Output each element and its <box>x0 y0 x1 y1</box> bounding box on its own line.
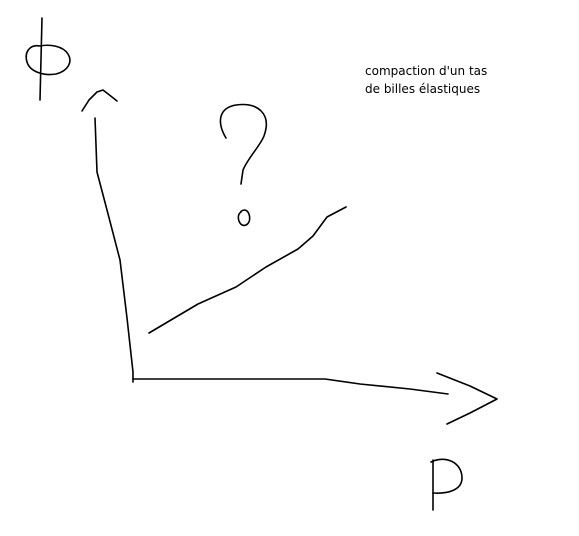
x-axis-line <box>132 378 449 395</box>
annotation-line-2: de billes élastiques <box>365 82 481 96</box>
compaction-curve <box>148 206 347 334</box>
annotation-text: compaction d'un tas de billes élastiques <box>365 62 545 98</box>
question-mark <box>219 103 268 227</box>
annotation-line-1: compaction d'un tas <box>365 64 488 78</box>
phi-stem <box>39 17 43 101</box>
y-axis-line <box>94 117 134 383</box>
phi-symbol <box>25 17 71 101</box>
question-mark-dot <box>237 209 251 227</box>
y-arrowhead <box>81 89 118 112</box>
p-symbol <box>430 458 463 511</box>
x-arrowhead <box>436 372 498 425</box>
phi-ellipse <box>25 44 71 76</box>
x-axis <box>132 372 498 425</box>
p-bowl <box>430 458 463 494</box>
y-axis <box>81 89 134 383</box>
question-mark-hook <box>219 103 268 185</box>
